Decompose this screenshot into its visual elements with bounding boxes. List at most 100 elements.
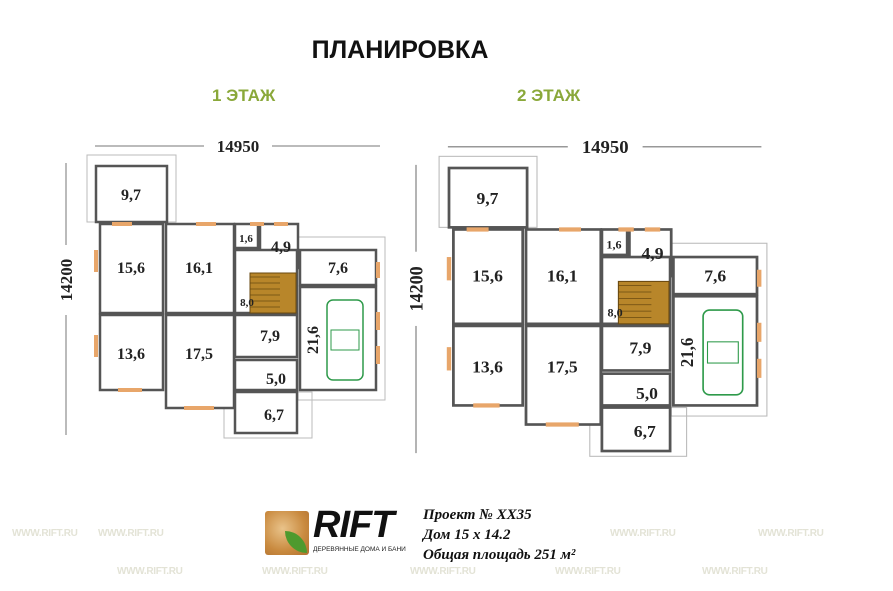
dimension-label-bg — [204, 137, 272, 155]
window-icon — [446, 257, 452, 281]
room-area-label: 1,6 — [239, 233, 253, 245]
total-area: Общая площадь 251 м² — [423, 547, 576, 563]
logo-tagline: ДЕРЕВЯННЫЕ ДОМА И БАНИ — [313, 546, 406, 553]
watermark: WWW.RIFT.RU — [262, 566, 328, 577]
logo-name: RIFT — [313, 504, 394, 546]
room-area-label: 5,0 — [266, 371, 286, 388]
room-walls — [98, 222, 165, 315]
window-icon — [473, 403, 500, 408]
project-number: Проект № XX35 — [423, 507, 532, 523]
floor-1-title: 1 ЭТАЖ — [212, 86, 276, 105]
room-area-label: 9,7 — [121, 187, 141, 204]
watermark: WWW.RIFT.RU — [12, 528, 78, 539]
logo-mark-icon — [265, 511, 309, 555]
window-icon — [559, 227, 581, 232]
room-area-label: 17,5 — [547, 358, 578, 377]
watermark: WWW.RIFT.RU — [555, 566, 621, 577]
room-walls — [94, 164, 169, 224]
floor-1-plan: 14950 14200 9,7 15,6 16,1 13,6 17,5 1,6 4,9 8,0 7,… — [57, 137, 386, 439]
room-area-label: 13,6 — [117, 346, 145, 363]
room-area-label: 16,1 — [547, 267, 578, 286]
room-area-label: 21,6 — [678, 337, 697, 367]
window-icon — [545, 422, 579, 427]
room-area-label: 7,6 — [704, 267, 726, 286]
room-walls — [233, 390, 299, 435]
watermark: WWW.RIFT.RU — [758, 528, 824, 539]
floor-plans: 14950 14200 9,7 15,6 16,1 13,6 17,5 1,6 4,9 8,0 7,… — [57, 137, 768, 457]
window-icon — [94, 335, 98, 357]
window-icon — [757, 269, 762, 287]
room-area-label: 5,0 — [636, 384, 658, 403]
room-walls — [672, 255, 759, 296]
window-icon — [112, 222, 132, 226]
car-roof — [330, 329, 360, 351]
floor-2-title: 2 ЭТАЖ — [517, 86, 581, 105]
window-icon — [376, 262, 380, 278]
room-walls — [233, 313, 299, 359]
room-area-label: 6,7 — [634, 423, 656, 442]
room-area-label: 4,9 — [271, 239, 291, 256]
room-area-label: 1,6 — [606, 238, 621, 252]
page-title: ПЛАНИРОВКА — [311, 36, 489, 64]
room-walls — [524, 324, 603, 426]
room-walls — [164, 222, 236, 315]
room-area-label: 4,9 — [642, 244, 664, 263]
window-icon — [618, 227, 634, 232]
window-icon — [757, 322, 762, 342]
room-area-label: 7,6 — [328, 260, 348, 277]
window-icon — [376, 346, 380, 364]
watermark: WWW.RIFT.RU — [117, 566, 183, 577]
room-walls — [600, 406, 672, 453]
room-area-label: 7,9 — [260, 328, 280, 345]
window-icon — [118, 388, 142, 392]
window-icon — [644, 227, 661, 232]
window-icon — [196, 222, 216, 226]
room-area-label: 8,0 — [608, 306, 623, 320]
window-icon — [94, 250, 98, 272]
room-area-label: 9,7 — [477, 189, 499, 208]
watermark: WWW.RIFT.RU — [610, 528, 676, 539]
room-walls — [233, 358, 299, 392]
dimension-label-bg — [406, 251, 426, 326]
room-walls — [452, 324, 525, 407]
leaf-icon — [285, 531, 307, 553]
height-dimension-label: 14200 — [406, 266, 426, 311]
room-area-label: 7,9 — [629, 339, 651, 358]
room-area-label: 8,0 — [240, 297, 254, 309]
room-walls — [524, 228, 603, 326]
height-dimension-label: 14200 — [57, 259, 76, 302]
staircase-icon — [249, 272, 297, 314]
window-icon — [184, 406, 214, 410]
room-walls — [447, 166, 529, 229]
room-area-label: 15,6 — [472, 267, 503, 286]
window-icon — [250, 222, 264, 226]
room-area-label: 17,5 — [185, 346, 213, 363]
room-walls — [452, 228, 525, 326]
room-walls — [600, 324, 672, 372]
room-walls — [600, 228, 629, 257]
room-walls — [600, 372, 672, 407]
house-size: Дом 15 х 14.2 — [423, 527, 511, 543]
window-icon — [466, 227, 489, 232]
width-dimension-label: 14950 — [582, 137, 629, 157]
room-walls — [233, 222, 260, 250]
window-icon — [274, 222, 288, 226]
watermark: WWW.RIFT.RU — [702, 566, 768, 577]
window-icon — [376, 312, 380, 330]
rift-logo: RIFT ДЕРЕВЯННЫЕ ДОМА И БАНИ — [265, 506, 410, 556]
floor-2-plan: 14950 14200 9,7 15,6 16,1 13,6 17,5 1,6 4,9 8,0 7,… — [406, 137, 768, 457]
room-area-label: 13,6 — [472, 358, 503, 377]
width-dimension-label: 14950 — [217, 137, 260, 156]
room-area-label: 16,1 — [185, 260, 213, 277]
dimension-label-bg — [57, 245, 75, 315]
room-walls — [98, 313, 165, 392]
window-icon — [757, 358, 762, 378]
staircase-icon — [617, 280, 670, 325]
room-area-label: 15,6 — [117, 260, 145, 277]
watermark: WWW.RIFT.RU — [98, 528, 164, 539]
car-icon — [702, 309, 744, 396]
project-info: Проект № XX35 Дом 15 х 14.2 Общая площад… — [423, 505, 575, 565]
room-area-label: 21,6 — [305, 326, 322, 354]
car-roof — [706, 341, 739, 364]
dimension-label-bg — [567, 137, 643, 157]
